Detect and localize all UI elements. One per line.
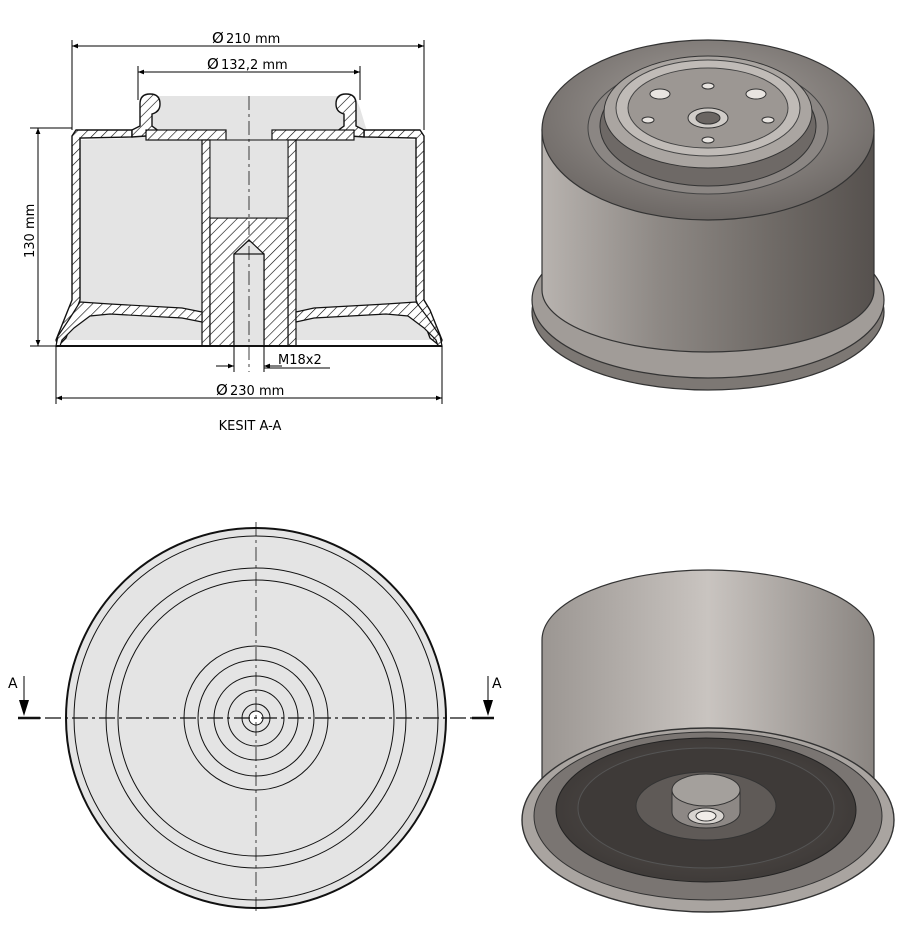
dim-diameter-symbol-210: Ø [212,29,224,47]
dim-d230: 230 mm [230,384,284,399]
plan-view: A A [8,522,502,912]
section-hub-wall-left [201,139,211,347]
dim-thread: M18x2 [278,353,322,368]
dim-h130: 130 mm [23,204,38,258]
section-bottom-dish-right [295,301,443,347]
cut-arrow-right [483,700,493,716]
section-top-plate-right [271,129,355,141]
dim-d210: 210 mm [226,32,280,47]
iso-view-bottom [521,569,895,913]
section-top-plate-left [145,129,227,141]
section-bottom-dish-left [55,301,203,347]
cut-label-left: A [8,676,18,692]
dim-d132: 132,2 mm [221,58,288,73]
section-bead-right [334,93,365,138]
section-hub-wall-right [287,139,297,347]
section-view: Ø 210 mm Ø 132,2 mm 130 mm M18x2 Ø 230 m… [23,29,443,434]
dim-diameter-symbol-230: Ø [216,381,228,399]
cut-label-right: A [492,676,502,692]
iso-view-top [531,39,885,391]
dim-diameter-symbol-132: Ø [207,55,219,73]
section-bead-left [131,93,162,138]
section-title: KESIT A-A [219,419,282,434]
cut-arrow-left [19,700,29,716]
